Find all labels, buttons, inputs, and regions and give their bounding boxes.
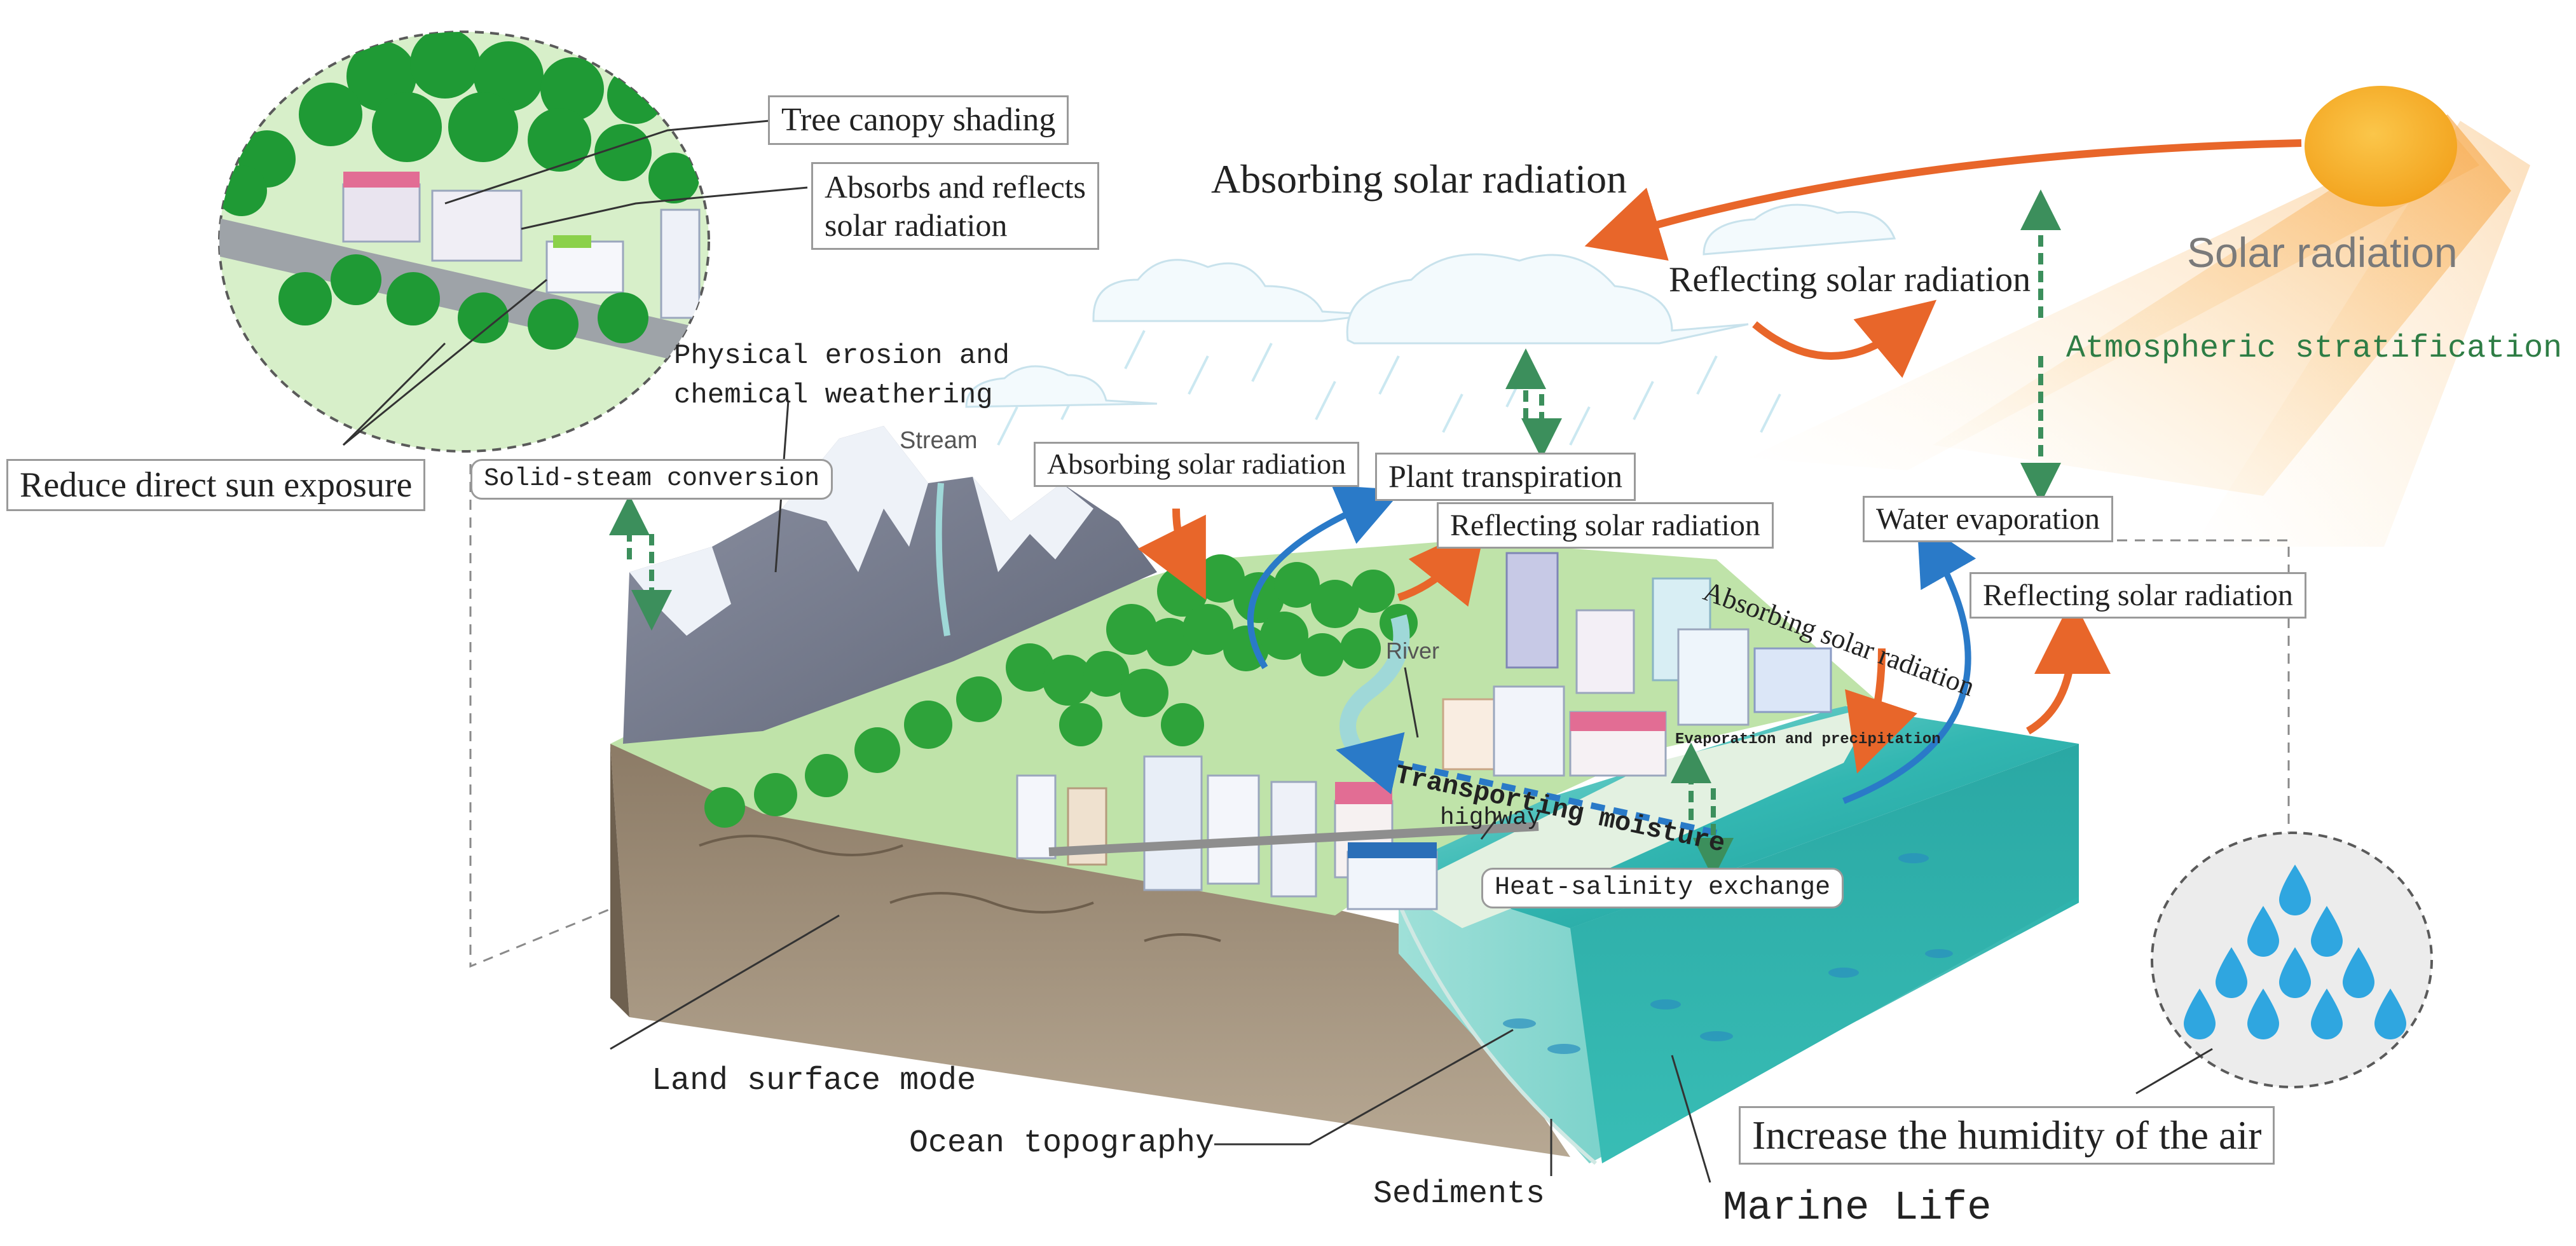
label-reflecting-solar-ocean: Reflecting solar radiation bbox=[1970, 572, 2306, 619]
label-absorbing-solar-mountain: Absorbing solar radiation bbox=[1034, 442, 1360, 487]
label-heat-salinity-exchange: Heat-salinity exchange bbox=[1481, 868, 1844, 908]
label-tree-canopy-shading: Tree canopy shading bbox=[768, 95, 1069, 145]
cloud-right bbox=[1702, 203, 1896, 256]
label-highway: highway bbox=[1440, 804, 1542, 832]
blue-arrows bbox=[1247, 485, 1977, 836]
sun-icon bbox=[2305, 86, 2457, 207]
label-reduce-direct-sun: Reduce direct sun exposure bbox=[6, 459, 426, 512]
label-land-surface-mode: Land surface mode bbox=[652, 1063, 976, 1099]
label-absorbs-reflects-line1: Absorbs and reflects bbox=[825, 169, 1086, 205]
land-soil-block bbox=[610, 744, 1570, 1157]
rain-streaks bbox=[997, 330, 1781, 446]
label-physical-erosion-line2: chemical weathering bbox=[674, 379, 993, 411]
label-absorbs-reflects-line2: solar radiation bbox=[825, 207, 1008, 243]
label-reflecting-solar-city: Reflecting solar radiation bbox=[1437, 502, 1774, 549]
label-absorbing-solar-top: Absorbing solar radiation bbox=[1211, 156, 1627, 202]
sun-beams bbox=[1748, 114, 2530, 547]
label-marine-life: Marine Life bbox=[1723, 1186, 1992, 1231]
label-stream: Stream bbox=[900, 427, 978, 454]
label-physical-erosion: Physical erosion and chemical weathering bbox=[674, 337, 1010, 415]
label-atmospheric-stratification: Atmospheric stratification mode bbox=[2066, 331, 2576, 367]
highway bbox=[1048, 822, 1539, 856]
cloud-left bbox=[1092, 259, 1374, 322]
orange-arrows bbox=[1137, 139, 2302, 774]
label-water-evaporation: Water evaporation bbox=[1863, 496, 2113, 543]
label-solar-radiation: Solar radiation bbox=[2187, 229, 2458, 276]
label-physical-erosion-line1: Physical erosion and bbox=[674, 340, 1010, 372]
label-plant-transpiration: Plant transpiration bbox=[1375, 453, 1636, 501]
label-river: River bbox=[1386, 638, 1440, 664]
label-ocean-topography: Ocean topography bbox=[909, 1125, 1215, 1161]
label-reflecting-solar-clouds: Reflecting solar radiation bbox=[1669, 260, 2031, 299]
inset-humidity bbox=[2151, 832, 2433, 1088]
label-solid-steam-conversion: Solid-steam conversion bbox=[470, 459, 833, 500]
forest bbox=[704, 554, 1418, 828]
label-sediments: Sediments bbox=[1373, 1176, 1545, 1212]
cloud-small bbox=[965, 365, 1158, 408]
inset-tree-canopy bbox=[218, 31, 710, 453]
label-absorbs-reflects: Absorbs and reflects solar radiation bbox=[811, 162, 1099, 250]
dashed-frame-lines bbox=[469, 464, 2290, 968]
mountains bbox=[623, 426, 1157, 744]
label-evaporation-precipitation: Evaporation and precipitation bbox=[1675, 731, 1941, 748]
label-increase-humidity: Increase the humidity of the air bbox=[1739, 1106, 2275, 1165]
cloud-center bbox=[1346, 253, 1749, 345]
marine-life-fish bbox=[1503, 853, 1953, 1054]
green-arrows bbox=[609, 189, 2061, 879]
